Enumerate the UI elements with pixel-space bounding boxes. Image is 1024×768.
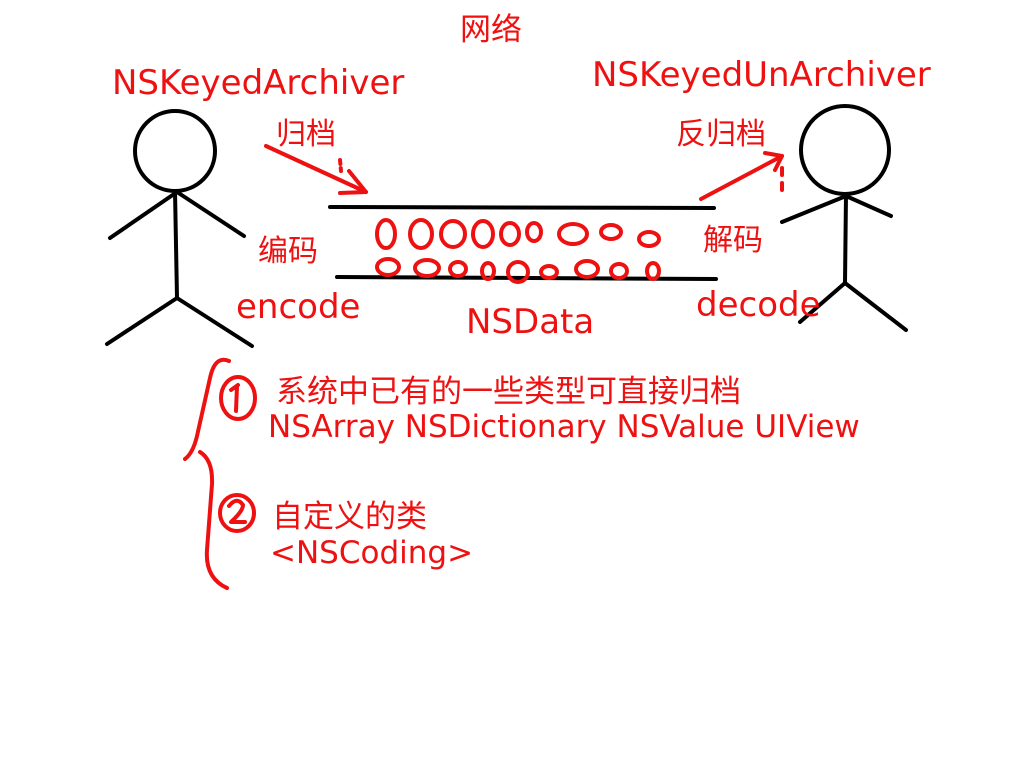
circled-one-icon [219, 375, 257, 421]
unarchive-label: 反归档 [676, 117, 766, 152]
unarchiver-label: NSKeyedUnArchiver [592, 55, 931, 95]
note-1-types: NSArray NSDictionary NSValue UIView [268, 409, 860, 445]
stick-figure-left-icon [105, 109, 254, 348]
decode-cn-label: 解码 [703, 223, 763, 258]
arrow-right-icon [264, 144, 368, 195]
decode-label: decode [696, 285, 821, 325]
archive-label: 归档 [276, 117, 336, 152]
pipe-top-line [328, 205, 716, 210]
circled-two-icon [218, 493, 256, 533]
note-1-heading: 系统中已有的一些类型可直接归档 [276, 374, 741, 410]
note-2-heading: 自定义的类 [272, 499, 427, 535]
encode-label: encode [236, 287, 361, 327]
arrow-up-right-icon [699, 151, 784, 201]
network-label: 网络 [460, 12, 522, 48]
encode-cn-label: 编码 [258, 234, 318, 269]
brace-icon [183, 357, 231, 590]
archiver-label: NSKeyedArchiver [112, 63, 405, 103]
data-bubbles [375, 218, 661, 284]
stick-figure-right-icon [780, 104, 908, 332]
nsdata-label: NSData [466, 302, 595, 342]
note-2-protocol: <NSCoding> [270, 535, 474, 571]
